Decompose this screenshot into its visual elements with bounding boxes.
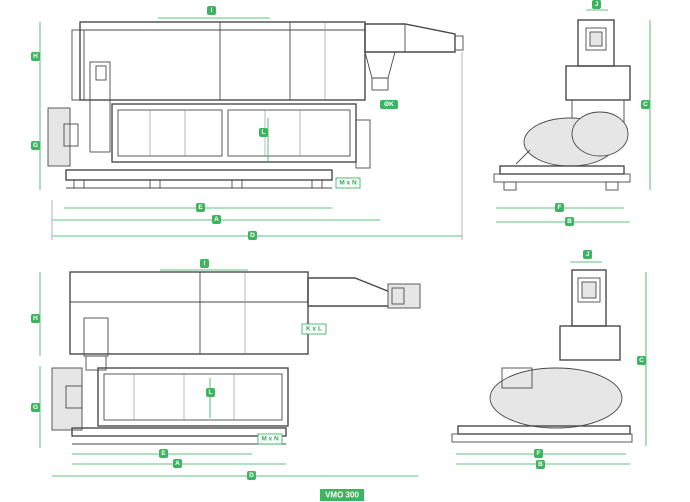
svg-text:A: A — [214, 216, 219, 223]
dim-badge-f-top: F — [555, 203, 564, 212]
svg-text:I: I — [204, 260, 206, 267]
dim-badge-e-bottom: E — [159, 449, 168, 458]
bottom-side-dimensions — [39, 269, 418, 477]
svg-text:G: G — [33, 404, 38, 411]
svg-text:L: L — [209, 389, 213, 396]
dim-box-mxn-top: M x N — [335, 177, 361, 189]
bottom-end-view — [451, 269, 633, 443]
svg-text:J: J — [586, 251, 590, 258]
dim-badge-c-bottom: C — [637, 356, 646, 365]
dim-badge-a-top: A — [212, 215, 221, 224]
dim-badge-d-top: D — [248, 231, 257, 240]
dim-badge-j-bottom: J — [583, 250, 592, 259]
dim-badge-c-top: C — [641, 100, 650, 109]
dim-badge-l-top: L — [259, 128, 268, 137]
svg-text:H: H — [33, 315, 38, 322]
svg-text:C: C — [643, 101, 648, 108]
dim-badge-b-bottom: B — [536, 460, 545, 469]
svg-text:K x L: K x L — [306, 326, 322, 333]
model-label: VMO 300 — [320, 489, 364, 501]
dim-badge-g-top: G — [31, 141, 40, 150]
svg-text:B: B — [567, 218, 572, 225]
dim-badge-g-bottom: G — [31, 403, 40, 412]
svg-text:E: E — [161, 450, 166, 457]
svg-text:I: I — [211, 7, 213, 14]
dim-badge-e-top: E — [196, 203, 205, 212]
svg-text:L: L — [262, 129, 266, 136]
svg-text:D: D — [249, 472, 254, 479]
svg-text:C: C — [639, 357, 644, 364]
svg-text:F: F — [537, 450, 541, 457]
svg-text:A: A — [175, 460, 180, 467]
dim-box-kxl-bottom: K x L — [301, 323, 327, 335]
dim-box-mxn-bottom: M x N — [257, 433, 283, 445]
svg-text:G: G — [33, 142, 38, 149]
dim-badge-i-top: I — [207, 6, 216, 15]
svg-text:ØK: ØK — [384, 101, 394, 108]
dim-badge-a-bottom: A — [173, 459, 182, 468]
dim-badge-j-top: J — [592, 0, 601, 9]
svg-text:F: F — [558, 204, 562, 211]
dim-badge-l-bottom: L — [206, 388, 215, 397]
svg-text:E: E — [198, 204, 203, 211]
top-side-view — [47, 21, 464, 189]
dim-badge-b-top: B — [565, 217, 574, 226]
top-end-view — [493, 19, 631, 191]
dim-badge-f-bottom: F — [534, 449, 543, 458]
dim-badge-i-bottom: I — [200, 259, 209, 268]
svg-text:B: B — [538, 461, 543, 468]
dim-badge-d-bottom: D — [247, 471, 256, 480]
dim-badge-h-bottom: H — [31, 314, 40, 323]
svg-text:D: D — [250, 232, 255, 239]
svg-text:H: H — [33, 53, 38, 60]
svg-text:J: J — [595, 1, 599, 8]
svg-text:M x N: M x N — [261, 436, 279, 443]
bottom-side-view — [51, 271, 421, 445]
dim-badge-h-top: H — [31, 52, 40, 61]
svg-text:VMO 300: VMO 300 — [325, 491, 359, 500]
svg-text:M x N: M x N — [339, 180, 357, 187]
dim-badge-ok-top: ØK — [380, 100, 398, 109]
top-end-dimensions — [496, 9, 651, 223]
